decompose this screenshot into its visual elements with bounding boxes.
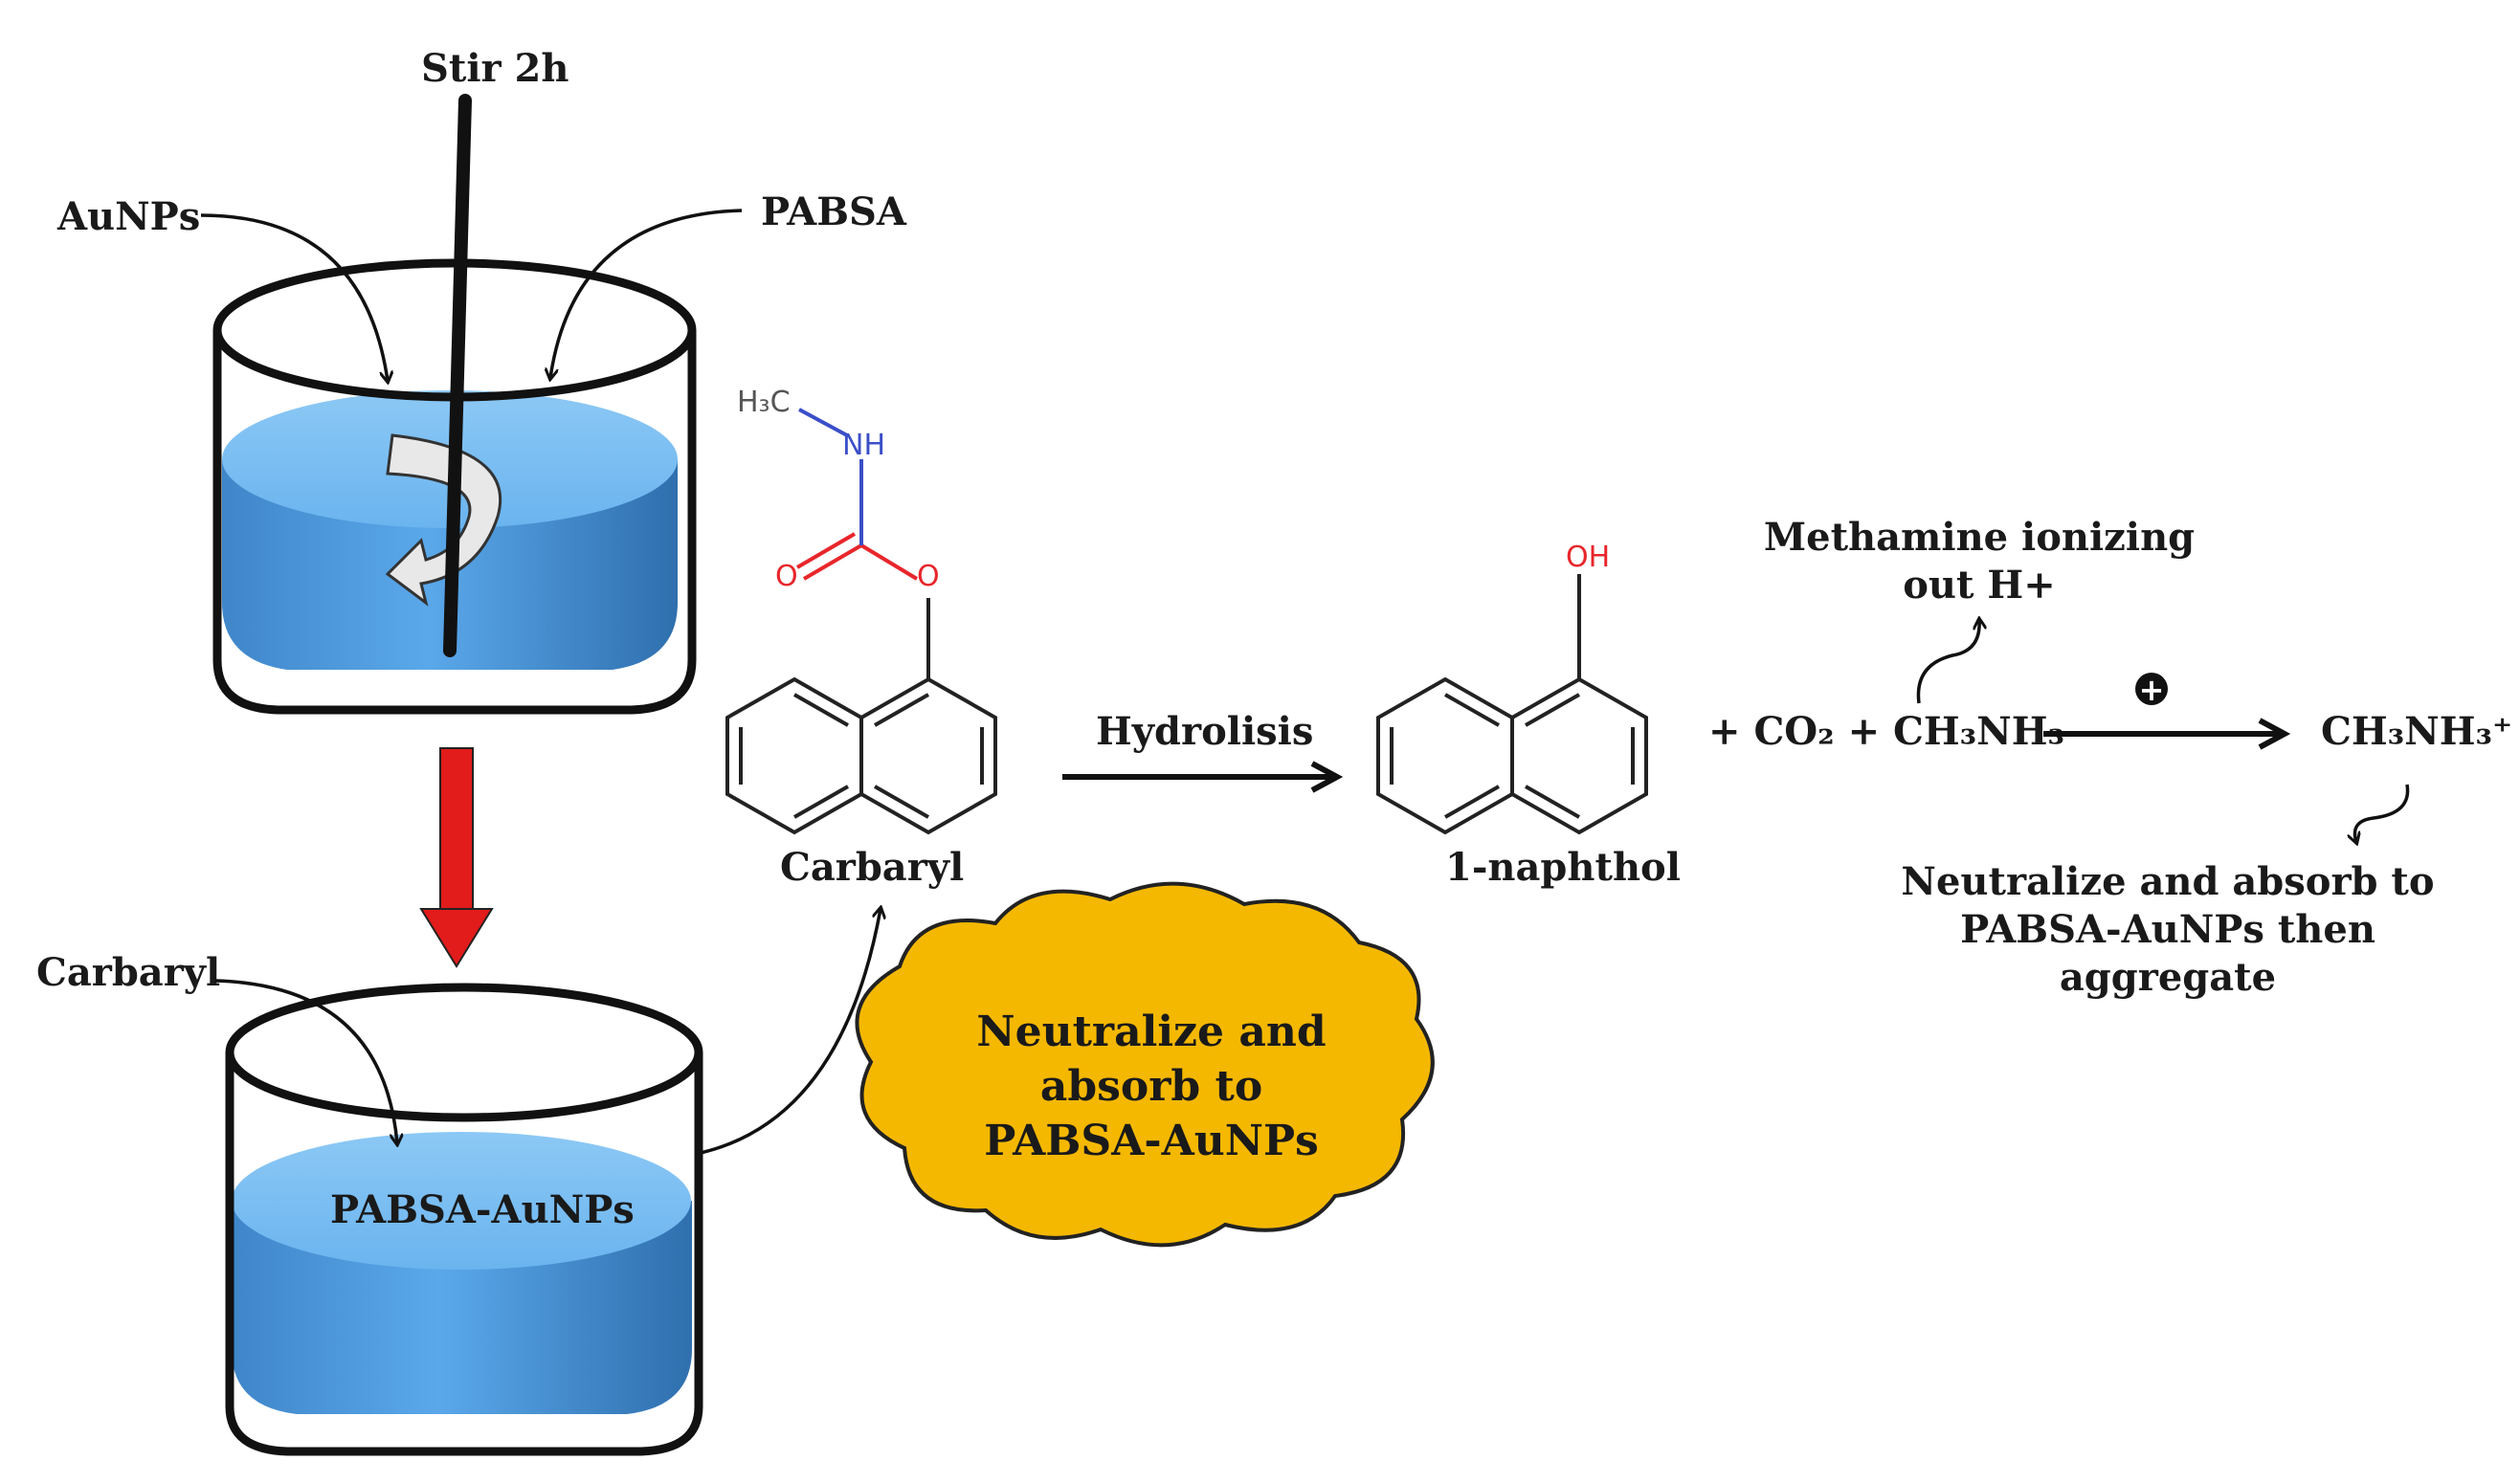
carbaryl-input-arrow bbox=[214, 979, 397, 1143]
methamine-line1: Methamine ionizing bbox=[1764, 515, 2195, 560]
stir-rod bbox=[443, 94, 472, 657]
result-line2: PABSA-AuNPs then bbox=[1960, 907, 2375, 952]
cloud-line2: absorb to bbox=[1040, 1062, 1262, 1111]
pabsa-arrow bbox=[550, 209, 743, 378]
ion-arrow bbox=[2354, 784, 2410, 842]
atom-o-carbonyl: O bbox=[775, 560, 798, 593]
positive-charge-symbol: + bbox=[2139, 672, 2165, 708]
aunps-arrow bbox=[200, 213, 388, 381]
carbaryl-label: Carbaryl bbox=[780, 845, 964, 890]
pabsa-label: PABSA bbox=[761, 189, 907, 234]
products-text: + CO₂ + CH₃NH₃ bbox=[1708, 709, 2064, 754]
ion-label: CH₃NH₃⁺ bbox=[2321, 709, 2512, 754]
cloud-line1: Neutralize and bbox=[976, 1007, 1326, 1056]
aunps-label: AuNPs bbox=[56, 194, 200, 239]
atom-nh: NH bbox=[842, 429, 885, 462]
rotation-arrow-icon bbox=[385, 433, 502, 607]
atom-o-ester: O bbox=[917, 560, 940, 593]
naphthol-label: 1-naphthol bbox=[1445, 845, 1681, 890]
stir-label: Stir 2h bbox=[421, 46, 569, 91]
cloud-callout bbox=[855, 881, 1435, 1248]
positive-charge-icon: + bbox=[2135, 672, 2168, 708]
methamine-line2: out H+ bbox=[1903, 563, 2055, 608]
result-line3: aggregate bbox=[2060, 955, 2276, 1000]
atom-h3c: H₃C bbox=[737, 386, 791, 419]
carbaryl-input-label: Carbaryl bbox=[36, 950, 220, 995]
beaker-to-carbaryl-arrow bbox=[700, 909, 881, 1155]
red-down-arrow bbox=[419, 747, 494, 968]
result-line1: Neutralize and absorb to bbox=[1901, 859, 2434, 904]
methamine-arrow bbox=[1916, 620, 1979, 704]
bottom-beaker bbox=[225, 983, 703, 1456]
cloud-line3: PABSA-AuNPs bbox=[984, 1117, 1319, 1165]
carbaryl-structure bbox=[725, 408, 997, 835]
naphthol-structure bbox=[1376, 574, 1648, 835]
hydrolysis-label: Hydrolisis bbox=[1096, 709, 1313, 754]
beaker-label: PABSA-AuNPs bbox=[330, 1187, 635, 1232]
atom-oh: OH bbox=[1566, 541, 1610, 574]
